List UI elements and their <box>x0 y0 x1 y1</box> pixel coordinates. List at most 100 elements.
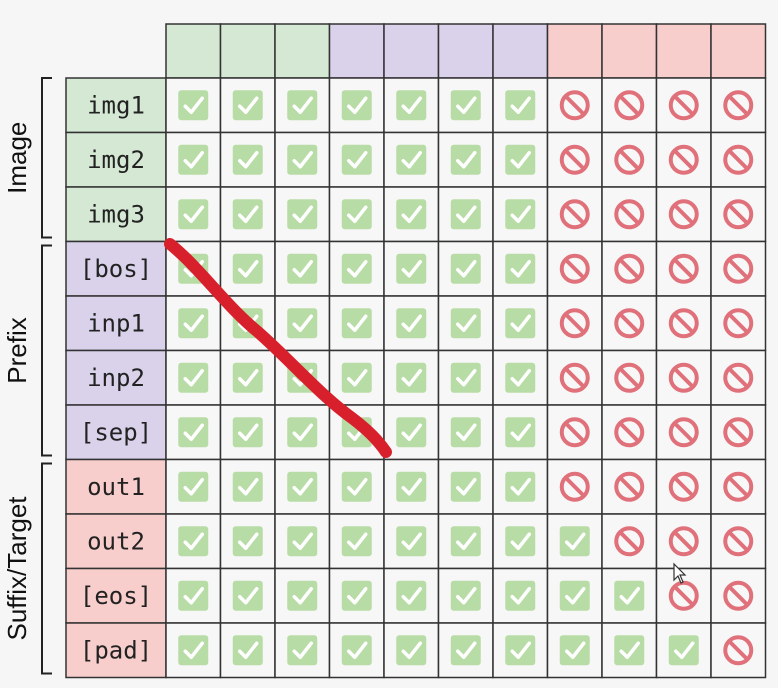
check-icon <box>505 362 536 393</box>
mask-cell <box>601 567 658 624</box>
mask-cell <box>383 131 440 188</box>
mask-cell <box>655 77 712 134</box>
group-label-prefix: Prefix <box>2 317 32 383</box>
check-icon <box>232 362 263 393</box>
check-icon <box>287 635 318 666</box>
group-label-suffix: Suffix/Target <box>2 496 32 641</box>
check-icon <box>450 144 481 175</box>
mask-cell <box>437 458 494 515</box>
prohibited-icon <box>723 417 754 448</box>
row-label-box <box>65 567 167 624</box>
row-label: out2 <box>87 527 145 555</box>
mask-cell <box>437 349 494 406</box>
prohibited-icon <box>723 526 754 557</box>
mask-cell <box>383 567 440 624</box>
mask-cell <box>601 295 658 352</box>
check-icon <box>450 580 481 611</box>
check-icon <box>178 199 209 230</box>
mask-cell <box>274 567 331 624</box>
check-icon <box>178 580 209 611</box>
check-icon <box>341 144 372 175</box>
column-header-prefix <box>437 23 494 79</box>
mask-cell <box>655 458 712 515</box>
row-label: [pad] <box>80 636 152 664</box>
prohibited-icon <box>723 144 754 175</box>
check-icon <box>505 199 536 230</box>
mask-cell <box>492 349 549 406</box>
check-icon <box>178 417 209 448</box>
prohibited-icon <box>723 471 754 502</box>
mask-cell <box>165 458 222 515</box>
mask-cell <box>328 295 385 352</box>
mask-cell <box>383 458 440 515</box>
mask-cell <box>383 186 440 243</box>
mask-cell <box>165 349 222 406</box>
mask-cell <box>710 77 767 134</box>
check-icon <box>232 635 263 666</box>
mask-cell <box>165 131 222 188</box>
check-icon <box>396 308 427 339</box>
mask-cell <box>492 458 549 515</box>
prohibited-icon <box>614 90 645 121</box>
column-group-header <box>165 23 767 79</box>
mask-cell <box>219 622 276 679</box>
mask-cell <box>328 131 385 188</box>
check-icon <box>287 526 318 557</box>
prohibited-icon <box>668 417 699 448</box>
prohibited-icon <box>614 308 645 339</box>
check-icon <box>450 417 481 448</box>
mask-cell <box>710 186 767 243</box>
column-header-image <box>165 23 222 79</box>
check-icon <box>178 90 209 121</box>
mask-cell <box>710 567 767 624</box>
mask-cell <box>655 295 712 352</box>
prohibited-icon <box>668 471 699 502</box>
mask-cell <box>601 349 658 406</box>
row-label: inp2 <box>87 364 145 392</box>
mouse-cursor-icon <box>673 562 687 584</box>
mask-cell <box>601 131 658 188</box>
mask-cell <box>383 513 440 570</box>
mask-cell <box>219 404 276 461</box>
mask-cell <box>546 349 603 406</box>
check-icon <box>614 580 645 611</box>
mask-cell <box>546 567 603 624</box>
group-label-image: Image <box>2 122 32 194</box>
prohibited-icon <box>668 362 699 393</box>
mask-cell <box>328 622 385 679</box>
prohibited-icon <box>723 90 754 121</box>
mask-cell <box>219 186 276 243</box>
prohibited-icon <box>723 635 754 666</box>
prohibited-icon <box>668 144 699 175</box>
mask-cell <box>655 622 712 679</box>
mask-cell <box>601 77 658 134</box>
column-header-prefix <box>328 23 385 79</box>
mask-cell <box>437 186 494 243</box>
check-icon <box>341 580 372 611</box>
check-icon <box>450 199 481 230</box>
check-icon <box>178 308 209 339</box>
prohibited-icon <box>614 362 645 393</box>
check-icon <box>232 526 263 557</box>
mask-cell <box>328 349 385 406</box>
mask-cell <box>437 131 494 188</box>
mask-cell <box>710 295 767 352</box>
check-icon <box>232 144 263 175</box>
check-icon <box>232 471 263 502</box>
check-icon <box>396 253 427 284</box>
mask-cell <box>710 458 767 515</box>
check-icon <box>396 199 427 230</box>
mask-cell <box>601 513 658 570</box>
check-icon <box>505 253 536 284</box>
prohibited-icon <box>668 308 699 339</box>
mask-cell <box>601 404 658 461</box>
mask-cell <box>437 240 494 297</box>
row-label: inp1 <box>87 309 145 337</box>
check-icon <box>396 417 427 448</box>
group-bracket <box>41 77 52 239</box>
mask-cell <box>437 567 494 624</box>
prohibited-icon <box>723 253 754 284</box>
prohibited-icon <box>668 199 699 230</box>
prohibited-icon <box>559 471 590 502</box>
